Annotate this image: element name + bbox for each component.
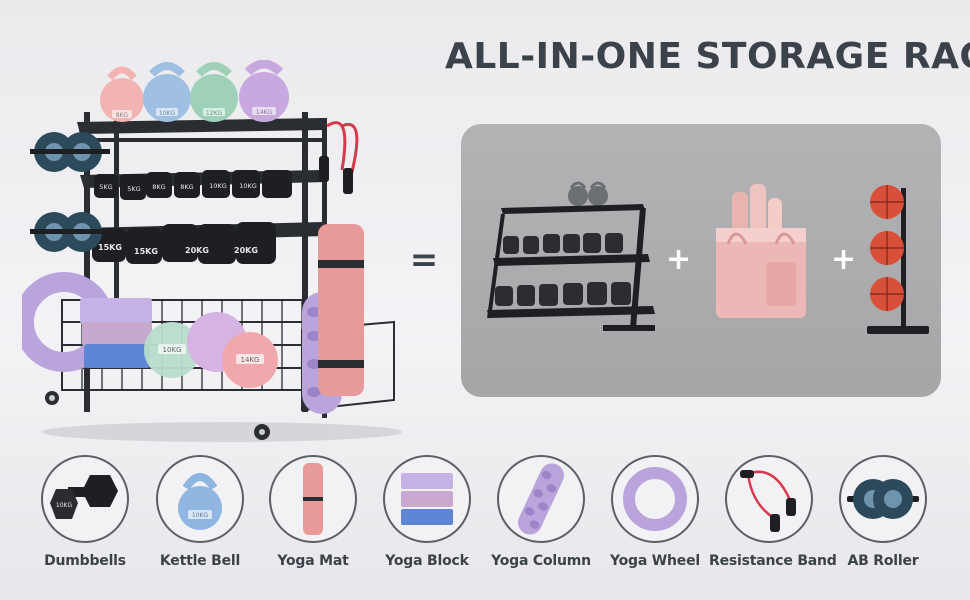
item-label: Kettle Bell [159, 553, 241, 569]
item-label: Dumbbells [44, 553, 126, 569]
kettlebell-badge: 10KG [192, 512, 209, 519]
dumbbell-label: 8KG [152, 183, 165, 191]
ball-tower-image [867, 185, 929, 334]
dumbbell-label: 5KG [99, 183, 112, 191]
dumbbell-label: 15KG [134, 247, 158, 256]
foam-roller-icon [497, 455, 585, 543]
ball-label: 10KG [163, 346, 182, 354]
item-yoga-column: Yoga Column [481, 455, 601, 569]
item-label: Resistance Band [709, 553, 837, 569]
item-label: Yoga Wheel [609, 553, 700, 569]
accessory-icons-row: 10KG Dumbbells 10KG Kettle Bell Yoga Mat [0, 455, 970, 595]
plus-sign: + [831, 242, 857, 277]
kettlebell-label: 10KG [159, 110, 176, 117]
yoga-block-icon [383, 455, 471, 543]
equals-sign: = [409, 240, 439, 280]
item-label: Yoga Column [491, 553, 591, 569]
pink-storage-bag-image [716, 184, 806, 318]
dumbbell-label: 20KG [234, 246, 258, 255]
item-label: Yoga Mat [277, 553, 349, 569]
resistance-band-icon [725, 455, 813, 543]
comparison-panel: + + [461, 124, 941, 397]
plus-sign: + [666, 242, 692, 277]
dumbbell-label: 5KG [127, 185, 140, 193]
item-yoga-wheel: Yoga Wheel [595, 455, 715, 569]
dumbbell-label: 10KG [209, 182, 227, 190]
item-yoga-mat: Yoga Mat [253, 455, 373, 569]
ball-label: 14KG [241, 356, 260, 364]
item-resistance-band: Resistance Band [709, 455, 837, 569]
ab-roller-icon [839, 455, 927, 543]
item-ab-roller: AB Roller [823, 455, 943, 569]
kettlebell-label: 8KG [116, 112, 129, 119]
item-yoga-block: Yoga Block [367, 455, 487, 569]
kettlebell-icon: 10KG [156, 455, 244, 543]
dumbbell-label: 15KG [98, 243, 122, 252]
dumbbell-label: 20KG [185, 246, 209, 255]
dumbbell-rack-image [487, 181, 655, 331]
item-label: Yoga Block [385, 553, 469, 569]
item-dumbbells: 10KG Dumbbells [25, 455, 145, 569]
storage-rack-illustration: 8KG 10KG 12KG 14KG 5KG 5KG 8KG 8KG 10KG … [22, 60, 402, 442]
dumbbell-icon: 10KG [41, 455, 129, 543]
yoga-mat-icon [269, 455, 357, 543]
item-label: AB Roller [847, 553, 919, 569]
kettlebell-label: 14KG [256, 109, 273, 116]
page-title: ALL-IN-ONE STORAGE RACK [445, 36, 970, 77]
kettlebell-label: 12KG [206, 110, 223, 117]
item-kettle-bell: 10KG Kettle Bell [140, 455, 260, 569]
dumbbell-label: 10KG [239, 182, 257, 190]
dumbbell-badge: 10KG [56, 502, 73, 509]
dumbbell-label: 8KG [180, 183, 193, 191]
yoga-wheel-icon [611, 455, 699, 543]
